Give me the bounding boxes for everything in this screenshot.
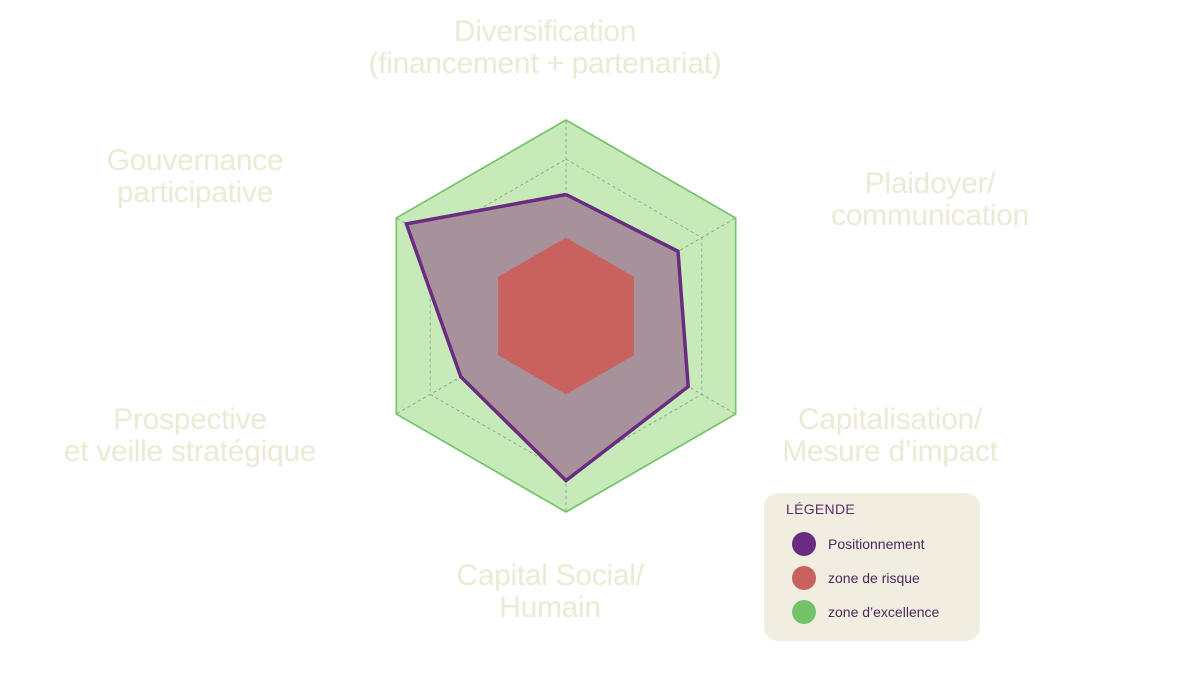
legend-title: LÉGENDE [786, 501, 856, 517]
legend-swatch-positionnement [792, 532, 816, 556]
axis-label-capitalisation: Capitalisation/ Mesure d’impact [782, 403, 998, 468]
axis-label-capital-social: Capital Social/ Humain [456, 559, 644, 624]
legend-swatch-zone-risque [792, 566, 816, 590]
chart-legend: LÉGENDE Positionnement zone de risque zo… [764, 493, 980, 641]
legend-item-zone-risque: zone de risque [786, 561, 980, 595]
axis-label-gouvernance: Gouvernance participative [106, 144, 284, 209]
legend-item-positionnement: Positionnement [786, 527, 980, 561]
grid-ring [395, 119, 737, 513]
axis-label-diversification: Diversification (financement + partenari… [368, 15, 722, 80]
legend-item-zone-excellence: zone d’excellence [786, 595, 980, 629]
legend-label: Positionnement [828, 536, 925, 552]
axis-label-plaidoyer: Plaidoyer/ communication [831, 167, 1029, 232]
positionnement-line [404, 192, 691, 483]
legend-swatch-zone-excellence [792, 600, 816, 624]
legend-label: zone d’excellence [828, 604, 940, 620]
axis-label-prospective: Prospective et veille stratégique [63, 403, 317, 468]
zone-risque-area [498, 237, 634, 395]
legend-label: zone de risque [828, 570, 920, 586]
